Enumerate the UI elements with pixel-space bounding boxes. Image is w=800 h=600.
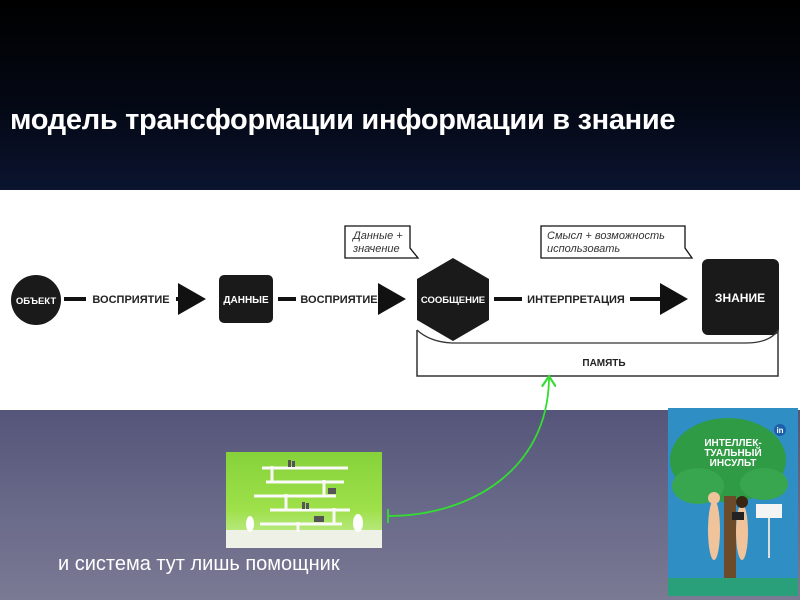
bookshelf-illustration (226, 460, 382, 548)
memory-box-inner-curve (416, 329, 779, 344)
diagram-canvas: ОБЪЕКТ ВОСПРИЯТИЕ ДАННЫЕ ВОСПРИЯТИЕ СООБ… (11, 225, 779, 377)
callout-sense-line1: Смысл + возможность (547, 230, 665, 242)
callout-sense-shape (540, 225, 694, 259)
diagram-panel: ОБЪЕКТ ВОСПРИЯТИЕ ДАННЫЕ ВОСПРИЯТИЕ СООБ… (0, 190, 800, 410)
book-title: ИНТЕЛЛЕК- ТУАЛЬНЫЙ ИНСУЛЬТ (704, 438, 762, 469)
book-badge: in (776, 426, 783, 435)
node-message: СООБЩЕНИЕ (417, 258, 489, 341)
edge-interpretation: ИНТЕРПРЕТАЦИЯ (494, 283, 688, 315)
edge-perception-1: ВОСПРИЯТИЕ (64, 283, 206, 315)
edge-perception-2: ВОСПРИЯТИЕ (278, 283, 406, 315)
edge-perception-1-label: ВОСПРИЯТИЕ (92, 294, 169, 306)
callout-data-meaning-line2: значение (352, 243, 400, 255)
callout-data-meaning-line1: Данные + (351, 230, 403, 242)
callout-sense-line2: использовать (547, 243, 620, 255)
callout-sense: Смысл + возможность использовать (540, 225, 694, 259)
memory-box-outline (416, 330, 779, 377)
node-knowledge: ЗНАНИЕ (702, 259, 779, 335)
edge-perception-2-label: ВОСПРИЯТИЕ (300, 294, 377, 306)
node-data: ДАННЫЕ (219, 275, 273, 323)
bookshelf-photo (226, 452, 382, 548)
memory-box: ПАМЯТЬ (416, 329, 779, 377)
node-knowledge-label: ЗНАНИЕ (715, 291, 765, 305)
node-object: ОБЪЕКТ (11, 275, 61, 325)
title-band (0, 0, 800, 190)
node-object-label: ОБЪЕКТ (16, 296, 56, 307)
book-cover: in ИНТЕЛЛЕК- ТУАЛЬНЫЙ ИНСУЛЬТ (668, 408, 798, 596)
slide-title: модель трансформации информации в знание (10, 104, 676, 136)
node-message-label: СООБЩЕНИЕ (421, 295, 485, 306)
book-cover-art: in (668, 418, 798, 596)
slide-caption: и система тут лишь помощник (58, 553, 340, 575)
callout-data-meaning: Данные + значение (344, 225, 420, 259)
callout-data-meaning-shape (344, 225, 420, 259)
edge-interpretation-label: ИНТЕРПРЕТАЦИЯ (527, 294, 625, 306)
node-data-label: ДАННЫЕ (223, 295, 269, 306)
memory-label: ПАМЯТЬ (582, 358, 625, 369)
